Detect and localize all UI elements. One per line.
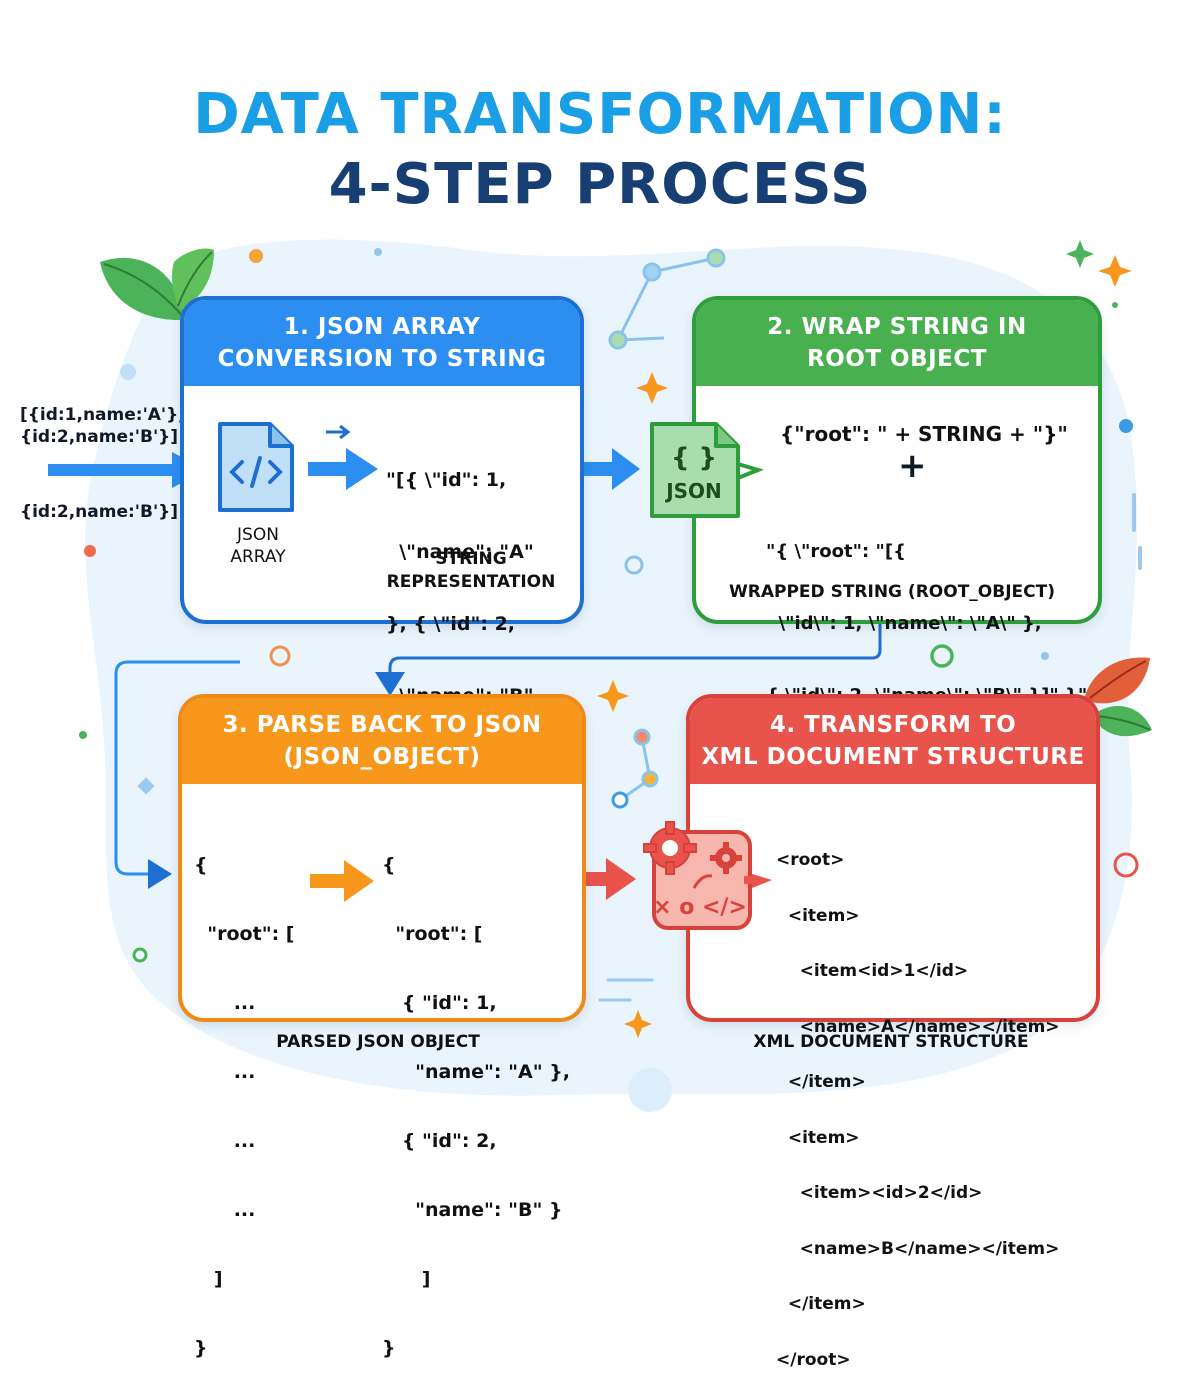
step4-xml: <root> <item> <item<id>1</id> <name>A</n… bbox=[776, 814, 1060, 1388]
step3-right-line: { "id": 1, bbox=[382, 992, 497, 1014]
step2-output-label: WRAPPED STRING (ROOT_OBJECT) bbox=[729, 582, 1055, 602]
svg-text:× o </>: × o </> bbox=[653, 895, 747, 920]
step3-right-line: "root": [ bbox=[382, 923, 483, 945]
code-file-icon bbox=[218, 422, 294, 512]
step3-left-code: { "root": [ ... ... ... ... ] } bbox=[194, 808, 294, 1383]
xml-line: <root> bbox=[776, 850, 845, 870]
gear-transform-icon: × o </> bbox=[643, 821, 772, 930]
xml-line: <name>A</name></item> bbox=[776, 1016, 1060, 1037]
step2-title-line-1: 2. WRAP STRING IN bbox=[767, 314, 1027, 340]
xml-line: </item> bbox=[776, 1072, 866, 1092]
step3-right-line: ] bbox=[382, 1268, 431, 1290]
step1-title-line-2: CONVERSION TO STRING bbox=[217, 346, 547, 372]
arrow-right-icon bbox=[308, 424, 378, 490]
step1-icon-label-1: JSON bbox=[237, 525, 279, 545]
step1-output-label: STRING REPRESENTATION bbox=[376, 548, 566, 594]
step3-left-line: ... bbox=[194, 992, 256, 1014]
step4-title-line-2: XML DOCUMENT STRUCTURE bbox=[701, 744, 1085, 770]
title-line-2: 4-STEP PROCESS bbox=[328, 152, 872, 217]
xml-line: </root> bbox=[776, 1349, 851, 1370]
json-icon-label: JSON bbox=[664, 479, 722, 503]
step1-icon-label: JSON ARRAY bbox=[206, 524, 310, 568]
input-line-2: {id:2,name:'B'}] bbox=[20, 427, 179, 447]
arrow-right-icon bbox=[310, 860, 374, 902]
step1-code-line: \"name": "A" bbox=[386, 541, 534, 563]
step3-caption: PARSED JSON OBJECT bbox=[276, 1032, 480, 1052]
step3-left-line: { bbox=[194, 854, 208, 876]
step4-title-line-1: 4. TRANSFORM TO bbox=[769, 712, 1017, 738]
xml-line: <item> bbox=[776, 905, 860, 926]
input-line-1: [{id:1,name:'A'}, bbox=[20, 405, 185, 425]
step3-right-line: { bbox=[382, 854, 396, 876]
step1-header: 1. JSON ARRAY CONVERSION TO STRING bbox=[184, 300, 580, 386]
step1-output-label-1: STRING bbox=[435, 549, 507, 569]
input-array: [{id:1,name:'A'}, {id:2,name:'B'}] bbox=[20, 404, 185, 448]
step3-left-line: "root": [ bbox=[194, 923, 295, 945]
plus-sign: + bbox=[898, 446, 927, 486]
xml-line: <item><id>2</id> bbox=[776, 1183, 983, 1203]
step1-code-line: "[{ \"id": 1, bbox=[386, 469, 507, 491]
step1-output-label-2: REPRESENTATION bbox=[386, 572, 556, 592]
step3-right-code: { "root": [ { "id": 1, "name": "A" }, { … bbox=[382, 808, 570, 1383]
step2-card: 2. WRAP STRING IN ROOT OBJECT bbox=[692, 296, 1102, 624]
step3-right-line: "name": "B" } bbox=[382, 1199, 563, 1221]
step2-title-line-2: ROOT OBJECT bbox=[807, 346, 987, 372]
step2-header: 2. WRAP STRING IN ROOT OBJECT bbox=[696, 300, 1098, 386]
step3-left-line: } bbox=[194, 1337, 208, 1359]
step1-code-line: }, { \"id": 2, bbox=[386, 613, 516, 635]
step3-title-line-2: (JSON_OBJECT) bbox=[283, 744, 481, 770]
xml-line: </item> bbox=[776, 1294, 866, 1314]
title-line-1: DATA TRANSFORMATION: bbox=[193, 82, 1007, 147]
step3-right-line: { "id": 2, bbox=[382, 1130, 497, 1152]
step3-right-line: "name": "A" }, bbox=[382, 1061, 570, 1083]
step3-header: 3. PARSE BACK TO JSON (JSON_OBJECT) bbox=[182, 698, 582, 784]
json-icon-glyph: { } bbox=[671, 443, 717, 473]
step3-left-line: ... bbox=[194, 1061, 256, 1083]
xml-line: <item<id>1</id> bbox=[776, 961, 969, 981]
step1-title-line-1: 1. JSON ARRAY bbox=[283, 314, 481, 340]
step3-left-line: ... bbox=[194, 1199, 256, 1221]
step3-card: 3. PARSE BACK TO JSON (JSON_OBJECT) bbox=[178, 694, 586, 1022]
xml-line: <name>B</name></item> bbox=[776, 1238, 1060, 1259]
json-file-icon: { } JSON bbox=[650, 422, 765, 518]
xml-line: <item> bbox=[776, 1127, 860, 1148]
step2-code-line: "{ \"root": "[{ bbox=[766, 541, 906, 562]
step3-right-line: } bbox=[382, 1337, 396, 1359]
step2-code-line: \"id\": 1, \"name\": \"A\" }, bbox=[766, 613, 1042, 634]
step3-left-line: ] bbox=[194, 1268, 223, 1290]
step1-icon-label-2: ARRAY bbox=[230, 547, 286, 567]
step3-title-line-1: 3. PARSE BACK TO JSON bbox=[222, 712, 542, 738]
step4-header: 4. TRANSFORM TO XML DOCUMENT STRUCTURE bbox=[690, 698, 1096, 784]
step2-formula: {"root": " + STRING + "}" bbox=[780, 422, 1068, 446]
step4-caption: XML DOCUMENT STRUCTURE bbox=[753, 1032, 1029, 1052]
input-line-3: {id:2,name:'B'}] bbox=[20, 502, 179, 522]
step3-left-line: ... bbox=[194, 1130, 256, 1152]
step4-card: 4. TRANSFORM TO XML DOCUMENT STRUCTURE bbox=[686, 694, 1100, 1022]
